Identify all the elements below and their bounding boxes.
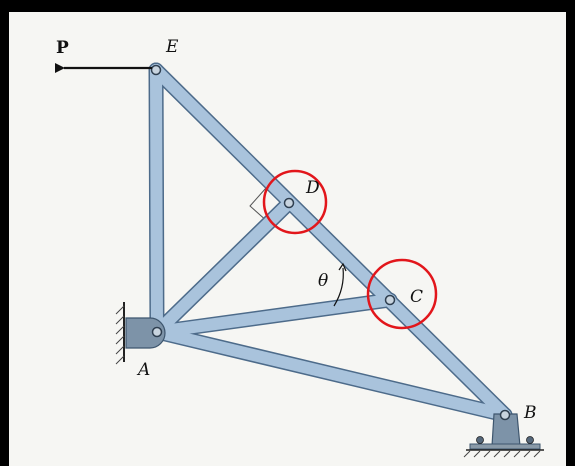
joint-pins — [150, 64, 511, 421]
joint-label-B: B — [523, 403, 537, 423]
angle-label-theta: θ — [318, 271, 328, 291]
highlight-circle-C — [366, 258, 438, 330]
pin-C — [384, 294, 396, 306]
joint-label-E: E — [165, 37, 179, 57]
pin-E — [150, 64, 162, 76]
joint-label-C: C — [410, 287, 423, 307]
wall-support-A — [115, 302, 166, 365]
joint-label-D: D — [305, 178, 320, 198]
pin-support-B — [463, 413, 544, 458]
pin-D — [283, 197, 295, 209]
joint-label-A: A — [136, 360, 150, 380]
force-label: P — [56, 38, 69, 58]
truss-members — [148, 62, 513, 423]
pin-A — [151, 326, 163, 338]
pin-B — [499, 409, 511, 421]
angle-arc-theta — [333, 267, 344, 307]
highlight-circle-D — [262, 169, 328, 235]
